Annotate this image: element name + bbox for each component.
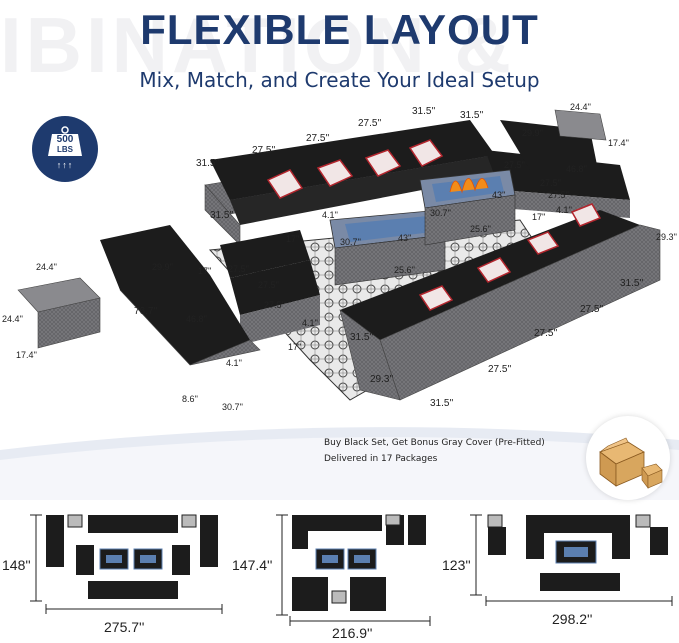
layout-1-plan [30, 514, 223, 614]
dim-table-w: 24.4'' [36, 262, 57, 272]
dim-right-section-c: 17'' [532, 212, 546, 222]
dim-back-sofa-4: 27.5'' [358, 118, 382, 129]
promo-line-2: Delivered in 17 Packages [324, 454, 438, 464]
pillow [526, 231, 560, 255]
pillow [476, 257, 512, 283]
dim-firepit1-w: 30.7'' [340, 237, 361, 247]
dim-front-5: 31.5'' [430, 398, 454, 409]
weight-capacity-icon [48, 126, 82, 156]
dim-back-sofa-5: 31.5'' [412, 106, 436, 117]
layout-option-2: 147.4'' 216.9'' [232, 505, 452, 643]
weight-unit: LBS [57, 145, 73, 154]
layout-option-1: 148'' 275.7'' [0, 505, 230, 643]
dim-front-sofa-height: 29.3'' [370, 374, 394, 385]
dim-right-lounger-back: 29.9'' [522, 128, 543, 138]
pillow [408, 139, 444, 167]
furniture-scene: 31.5'' 27.5'' 27.5'' 27.5'' 31.5'' 31.5'… [0, 100, 679, 430]
dim-ottoman-f: 4.1'' [302, 318, 318, 328]
dim-table-d: 24.4'' [2, 314, 23, 324]
dim-front-3: 27.5'' [580, 304, 604, 315]
weight-capacity-badge: 500 LBS ↑↑↑ [32, 116, 98, 182]
ottoman-base [240, 295, 320, 345]
dim-ottoman-e: 17'' [198, 266, 212, 276]
dim-ottoman-g: 17'' [288, 342, 302, 352]
layout-1-width: 275.7'' [104, 619, 145, 635]
pillow [316, 159, 354, 187]
dim-back-sofa-6: 31.5'' [460, 110, 484, 121]
left-chaise-lounger [100, 225, 250, 365]
dim-lounger-len: 46.8'' [186, 314, 207, 324]
dim-firepit2-w: 30.7'' [430, 208, 451, 218]
firepit-table-back-base [424, 194, 516, 246]
package-boxes-icon [586, 416, 670, 500]
dim-firepit1-h: 25.6'' [394, 265, 415, 275]
dim-back-sofa-1: 31.5'' [196, 158, 220, 169]
dim-lounger-w: 30.7'' [222, 402, 243, 412]
background-watermark-text: IBINATION & [0, 1, 515, 89]
dim-firepit2-l: 43'' [492, 190, 506, 200]
dim-table-h: 17.4'' [16, 350, 37, 360]
dim-right-table-w: 24.4'' [570, 102, 591, 112]
dim-back-sofa-2: 27.5'' [252, 145, 276, 156]
dim-back-sofa-3: 27.5'' [306, 133, 330, 144]
dim-lounger-h: 8.6'' [182, 394, 198, 404]
layout-1-height: 148'' [2, 557, 31, 573]
left-side-table-body [37, 297, 101, 349]
ottoman-2 [230, 260, 320, 315]
dim-right-section-b: 27.5'' [548, 190, 569, 200]
dim-right-lounger-len: 46.8'' [566, 164, 587, 174]
dim-lounger-arm: 4.1'' [226, 358, 242, 368]
page-title: FLEXIBLE LAYOUT [140, 6, 539, 53]
left-lounger-frame [119, 289, 261, 366]
dim-right-section-a: 27.5'' [540, 178, 561, 188]
promo-line-1: Buy Black Set, Get Bonus Gray Cover (Pre… [324, 438, 545, 448]
dim-firepit2-h: 25.6'' [470, 224, 491, 234]
page-subtitle: Mix, Match, and Create Your Ideal Setup [139, 68, 540, 92]
weight-value: 500 [56, 134, 74, 145]
layout-3-height: 123'' [442, 557, 471, 573]
pillow [570, 203, 602, 227]
dim-front-4: 31.5'' [620, 278, 644, 289]
dim-front-1: 27.5'' [488, 364, 512, 375]
dim-right-lounger-w: 27.5'' [504, 160, 525, 170]
decorative-curve [0, 427, 679, 500]
dim-right-table-h: 17.4'' [608, 138, 629, 148]
firepit-glass-front [345, 216, 432, 242]
layout-2-width: 216.9'' [332, 625, 373, 641]
front-sofa-arm [339, 309, 401, 401]
dim-ottoman-c: 27.5'' [264, 300, 285, 310]
dim-right-sofa-height: 29.3'' [656, 232, 677, 242]
pillow [266, 169, 304, 199]
layout-2-plan [276, 514, 431, 626]
back-sofa-seats [230, 155, 500, 225]
dim-left-sofa-seat: 17'' [286, 234, 300, 244]
sectional-illustration [17, 109, 661, 401]
layout-2-height: 147.4'' [232, 557, 273, 573]
dim-left-sofa-arm: 4.1'' [322, 210, 338, 220]
layout-3-plan [470, 514, 673, 606]
dim-ottoman-b: 27.5'' [258, 280, 279, 290]
layout-3-width: 298.2'' [552, 611, 593, 627]
firepit-flames [449, 178, 489, 194]
ottoman-1 [220, 230, 310, 278]
layout-option-3: 123'' 298.2'' [442, 505, 678, 643]
dim-left-sofa-depth: 31.5'' [210, 210, 234, 221]
up-arrows-icon: ↑↑↑ [56, 160, 74, 170]
right-side-table [554, 109, 607, 141]
dim-right-section-d: 4.1'' [556, 205, 572, 215]
pillow [418, 285, 454, 311]
dim-front-sofa-depth: 31.5'' [350, 332, 374, 343]
promo-banner: Buy Black Set, Get Bonus Gray Cover (Pre… [300, 432, 600, 476]
dim-ottoman-a: 27.5'' [228, 264, 249, 274]
pillow [364, 149, 402, 177]
dim-lounger-total: 76.7'' [134, 306, 158, 317]
dim-firepit1-l: 43'' [398, 233, 412, 243]
dim-lounger-back: 29.9'' [152, 262, 173, 272]
dim-front-2: 27.5'' [534, 328, 558, 339]
